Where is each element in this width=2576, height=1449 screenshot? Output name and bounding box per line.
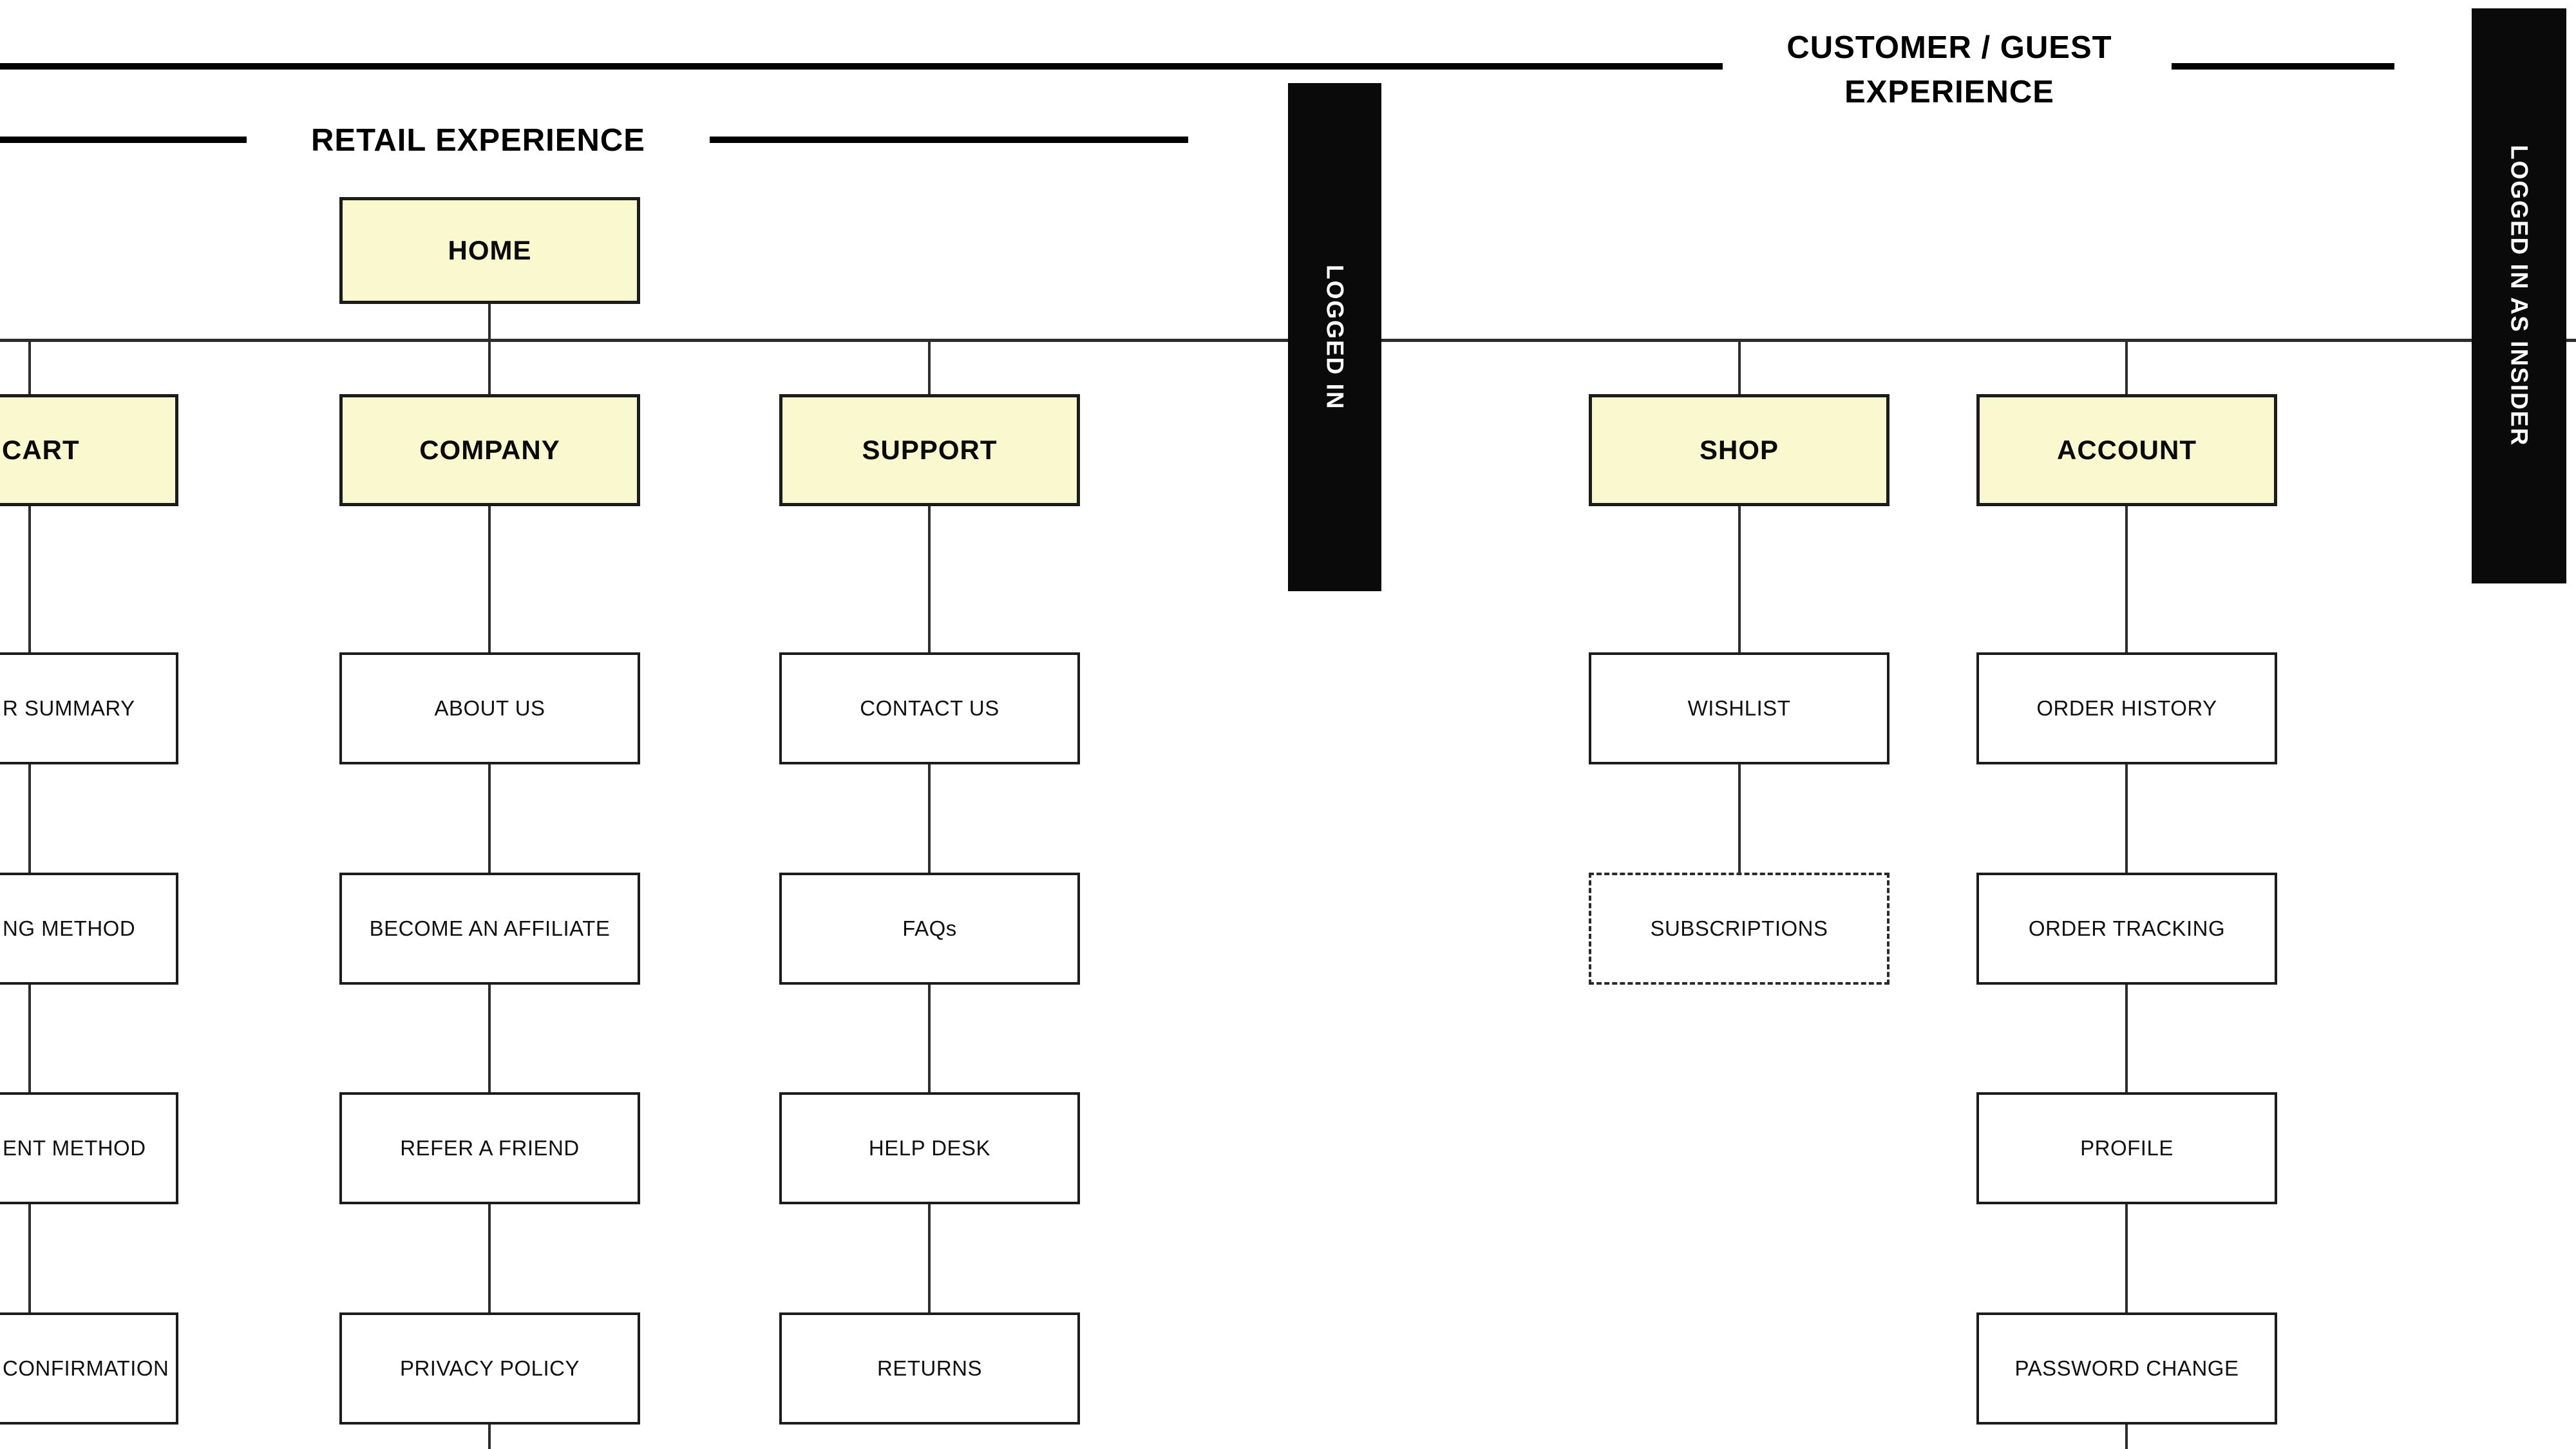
retail-experience-title: RETAIL EXPERIENCE	[311, 123, 645, 158]
node-become-an-affiliate-label: BECOME AN AFFILIATE	[369, 916, 611, 940]
support-connector-1	[928, 506, 931, 652]
retail-left-rule	[0, 137, 247, 143]
customer-guest-title: CUSTOMER / GUEST EXPERIENCE	[1727, 26, 2172, 115]
company-continues-stub	[488, 1425, 491, 1449]
node-home-label: HOME	[448, 235, 532, 265]
node-password-change: PASSWORD CHANGE	[1976, 1312, 2277, 1425]
node-about-us: ABOUT US	[339, 652, 640, 764]
logged-in-banner: LOGGED IN	[1288, 83, 1381, 591]
customer-guest-title-line2: EXPERIENCE	[1844, 75, 2054, 109]
account-connector-3	[2125, 985, 2128, 1092]
node-payment-method-label: ENT METHOD	[3, 1136, 146, 1160]
node-order-tracking: ORDER TRACKING	[1976, 873, 2277, 985]
node-account: ACCOUNT	[1976, 394, 2277, 506]
cart-column-stub	[28, 342, 31, 394]
node-order-history-label: ORDER HISTORY	[2036, 696, 2217, 720]
support-connector-4	[928, 1204, 931, 1312]
node-help-desk: HELP DESK	[779, 1092, 1080, 1204]
node-order-tracking-label: ORDER TRACKING	[2028, 916, 2226, 940]
support-connector-2	[928, 764, 931, 873]
node-profile-label: PROFILE	[2080, 1136, 2174, 1160]
account-connector-2	[2125, 764, 2128, 873]
node-order-confirmation-label: CONFIRMATION	[3, 1356, 169, 1380]
node-returns: RETURNS	[779, 1312, 1080, 1425]
logged-in-banner-label: LOGGED IN	[1321, 264, 1349, 410]
support-connector-3	[928, 985, 931, 1092]
node-refer-a-friend: REFER A FRIEND	[339, 1092, 640, 1204]
home-connector-stub	[488, 304, 491, 340]
account-connector-4	[2125, 1204, 2128, 1312]
node-about-us-label: ABOUT US	[434, 696, 545, 720]
node-company: COMPANY	[339, 394, 640, 506]
cart-connector-1	[28, 506, 31, 652]
node-privacy-policy-label: PRIVACY POLICY	[399, 1356, 580, 1380]
support-column-stub	[928, 342, 931, 394]
top-rule-line	[0, 63, 1723, 70]
company-column-stub	[488, 342, 491, 394]
cart-connector-3	[28, 985, 31, 1092]
shop-column-stub	[1738, 342, 1741, 394]
node-profile: PROFILE	[1976, 1092, 2277, 1204]
company-connector-2	[488, 764, 491, 873]
node-refer-a-friend-label: REFER A FRIEND	[400, 1136, 580, 1160]
account-column-stub	[2125, 342, 2128, 394]
node-shop: SHOP	[1589, 394, 1889, 506]
node-privacy-policy: PRIVACY POLICY	[339, 1312, 640, 1425]
node-order-summary: R SUMMARY	[0, 652, 178, 764]
node-order-summary-label: R SUMMARY	[3, 696, 135, 720]
node-contact-us-label: CONTACT US	[860, 696, 999, 720]
node-account-label: ACCOUNT	[2057, 435, 2197, 465]
node-home: HOME	[339, 197, 640, 304]
company-connector-1	[488, 506, 491, 652]
node-wishlist: WISHLIST	[1589, 652, 1889, 764]
retail-right-rule	[710, 137, 1188, 143]
customer-guest-title-line1: CUSTOMER / GUEST	[1786, 30, 2112, 65]
node-shipping-method: NG METHOD	[0, 873, 178, 985]
node-subscriptions: SUBSCRIPTIONS	[1589, 873, 1889, 985]
node-password-change-label: PASSWORD CHANGE	[2014, 1356, 2239, 1380]
node-shop-label: SHOP	[1699, 435, 1779, 465]
node-order-history: ORDER HISTORY	[1976, 652, 2277, 764]
company-connector-4	[488, 1204, 491, 1312]
company-connector-3	[488, 985, 491, 1092]
shop-connector-2	[1738, 764, 1741, 873]
logged-in-as-insider-banner: LOGGED IN AS INSIDER	[2472, 8, 2566, 583]
node-shipping-method-label: NG METHOD	[3, 916, 136, 940]
node-become-an-affiliate: BECOME AN AFFILIATE	[339, 873, 640, 985]
cart-connector-2	[28, 764, 31, 873]
node-wishlist-label: WISHLIST	[1687, 696, 1791, 720]
node-company-label: COMPANY	[419, 435, 560, 465]
account-continues-stub	[2125, 1425, 2128, 1449]
node-faqs-label: FAQs	[902, 916, 957, 940]
node-payment-method: ENT METHOD	[0, 1092, 178, 1204]
node-cart: CART	[0, 394, 178, 506]
account-connector-1	[2125, 506, 2128, 652]
shop-connector-1	[1738, 506, 1741, 652]
node-faqs: FAQs	[779, 873, 1080, 985]
node-subscriptions-label: SUBSCRIPTIONS	[1650, 916, 1828, 940]
node-support-label: SUPPORT	[862, 435, 998, 465]
cart-connector-4	[28, 1204, 31, 1312]
node-support: SUPPORT	[779, 394, 1080, 506]
node-order-confirmation: CONFIRMATION	[0, 1312, 178, 1425]
node-help-desk-label: HELP DESK	[868, 1136, 991, 1160]
node-contact-us: CONTACT US	[779, 652, 1080, 764]
node-cart-label: CART	[2, 435, 80, 465]
node-returns-label: RETURNS	[876, 1356, 982, 1380]
logged-in-as-insider-banner-label: LOGGED IN AS INSIDER	[2506, 145, 2533, 447]
customer-guest-right-rule	[2172, 63, 2394, 70]
